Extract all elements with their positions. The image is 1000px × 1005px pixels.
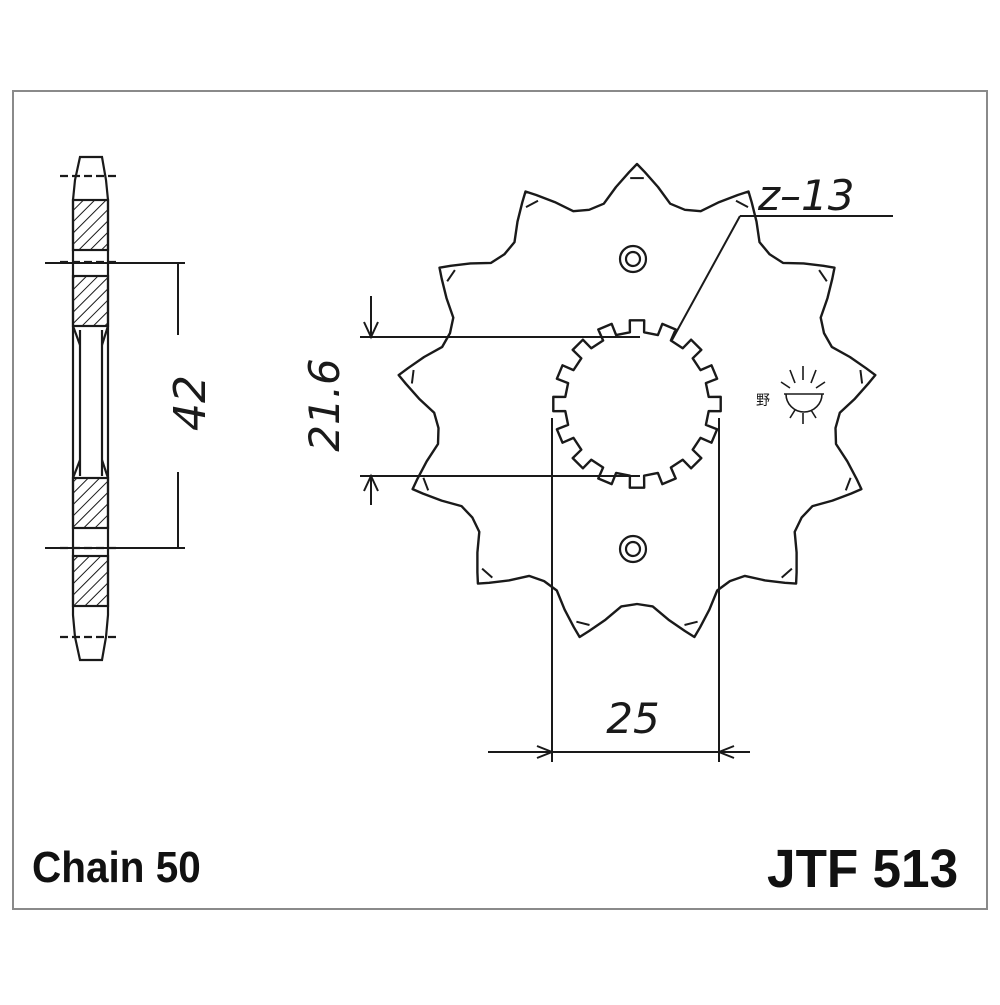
- tooth-tip-mark: [684, 620, 698, 626]
- maker-mark-glyph: 野: [756, 393, 770, 409]
- tooth-tip-mark: [481, 567, 493, 579]
- sprocket-front-view: 野: [397, 162, 877, 639]
- tooth-tip-mark: [422, 477, 430, 491]
- hatch-section-lower: [71, 476, 110, 530]
- tooth-tip-mark: [818, 269, 828, 282]
- chain-size-label: Chain 50: [32, 843, 201, 892]
- tooth-tip-marks: [410, 177, 864, 626]
- tooth-tip-mark: [859, 369, 864, 384]
- tooth-tip-mark: [446, 269, 456, 282]
- tooth-tip-mark: [525, 199, 539, 208]
- sprocket-tooth-outline: [397, 162, 877, 639]
- drawing-frame: [12, 90, 988, 910]
- teeth-count-leader: [671, 215, 893, 341]
- tooth-tip-mark: [576, 620, 590, 626]
- tooth-tip-mark: [410, 369, 415, 384]
- tooth-tip-mark: [735, 199, 749, 208]
- tooth-tip-mark: [781, 567, 793, 579]
- maker-logo: [780, 366, 826, 424]
- bore-inner-dimension: [360, 296, 640, 505]
- hatch-section-upper: [71, 274, 110, 328]
- pcd-dimension-label: 42: [165, 375, 216, 431]
- bolt-hole-top: [618, 244, 648, 274]
- bore-inner-dimension-label: 21.6: [300, 358, 349, 452]
- side-profile-view: [60, 155, 120, 662]
- hatch-section-top: [71, 198, 110, 252]
- pcd-dimension: [45, 262, 185, 549]
- part-number-label: JTF 513: [766, 839, 958, 899]
- bore-outer-dimension: [488, 418, 750, 762]
- teeth-count-label: z–13: [757, 171, 855, 220]
- spline-bore-outline: [552, 319, 722, 489]
- tooth-tip-mark: [844, 477, 852, 491]
- bolt-hole-bottom: [618, 534, 648, 564]
- hatch-section-bottom: [71, 554, 110, 608]
- bore-outer-dimension-label: 25: [606, 694, 659, 743]
